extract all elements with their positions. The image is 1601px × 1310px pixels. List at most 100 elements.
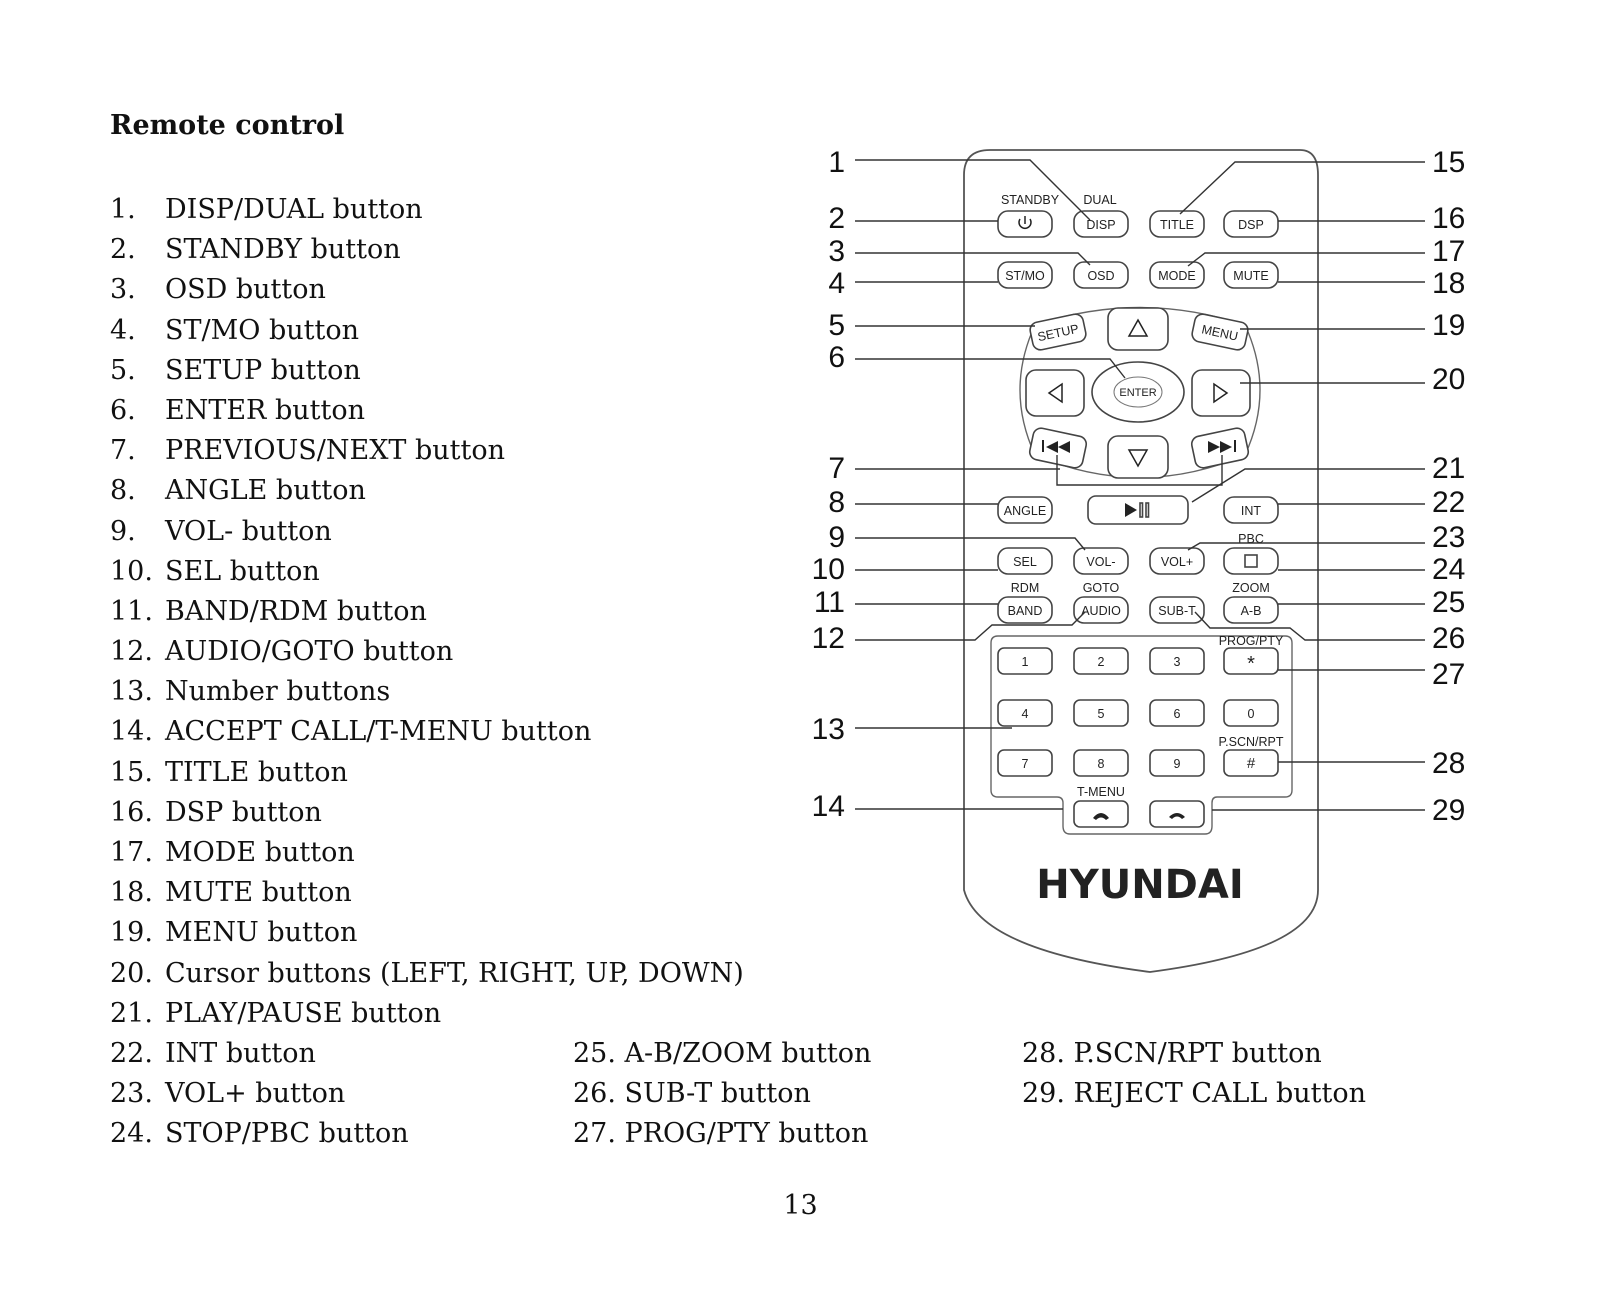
setup-button[interactable]: SETUP bbox=[1029, 313, 1088, 352]
item-number: 8. bbox=[110, 475, 136, 507]
subt-button[interactable]: SUB-T bbox=[1149, 596, 1205, 624]
enter-button[interactable]: ENTER bbox=[1091, 361, 1185, 423]
sel-label: SEL bbox=[1013, 555, 1037, 569]
item-text: BAND/RDM button bbox=[165, 595, 427, 627]
list-item: 2.STANDBY button bbox=[110, 230, 744, 270]
item-text: INT button bbox=[165, 1037, 316, 1069]
item-text: AUDIO/GOTO button bbox=[165, 636, 454, 668]
callout-number: 16 bbox=[1432, 202, 1465, 235]
triangle-down-icon bbox=[1127, 449, 1149, 468]
number-6-button[interactable]: 6 bbox=[1149, 699, 1205, 727]
cursor-down-button[interactable] bbox=[1107, 435, 1169, 479]
menu-button[interactable]: MENU bbox=[1191, 313, 1250, 352]
stmo-button[interactable]: ST/MO bbox=[997, 261, 1053, 289]
number-2-button[interactable]: 2 bbox=[1073, 647, 1129, 675]
callout-number: 13 bbox=[812, 713, 845, 746]
item-number: 24. bbox=[110, 1118, 153, 1150]
band-button[interactable]: BAND bbox=[997, 596, 1053, 624]
stop-button[interactable] bbox=[1223, 547, 1279, 575]
item-text: TITLE button bbox=[165, 756, 348, 788]
subt-label: SUB-T bbox=[1158, 604, 1196, 618]
vol-plus-button[interactable]: VOL+ bbox=[1149, 547, 1205, 575]
skip-next-icon bbox=[1208, 440, 1236, 453]
number-9-button[interactable]: 9 bbox=[1149, 749, 1205, 777]
number-0-button[interactable]: 0 bbox=[1223, 699, 1279, 727]
mode-button[interactable]: MODE bbox=[1149, 261, 1205, 289]
item-number: 4. bbox=[110, 314, 136, 346]
previous-button[interactable] bbox=[1028, 427, 1088, 470]
item-number: 3. bbox=[110, 274, 136, 306]
mute-button[interactable]: MUTE bbox=[1223, 261, 1279, 289]
list-item: 27. PROG/PTY button bbox=[573, 1118, 869, 1150]
standby-button[interactable] bbox=[997, 210, 1053, 238]
number-7-button[interactable]: 7 bbox=[997, 749, 1053, 777]
number-5-button[interactable]: 5 bbox=[1073, 699, 1129, 727]
item-number: 2. bbox=[110, 234, 136, 266]
number-1-button[interactable]: 1 bbox=[997, 647, 1053, 675]
number-8-button[interactable]: 8 bbox=[1073, 749, 1129, 777]
callout-number: 25 bbox=[1432, 586, 1465, 619]
item-number: 22. bbox=[110, 1037, 153, 1069]
phone-reject-icon bbox=[1169, 813, 1185, 819]
item-number: 9. bbox=[110, 515, 136, 547]
item-text: ACCEPT CALL/T-MENU button bbox=[165, 716, 592, 748]
dsp-button[interactable]: DSP bbox=[1223, 210, 1279, 238]
mode-label: MODE bbox=[1158, 269, 1196, 283]
item-number: 7. bbox=[110, 435, 136, 467]
number-label: 0 bbox=[1248, 707, 1255, 721]
callout-number: 1 bbox=[828, 146, 845, 179]
number-label: 9 bbox=[1174, 757, 1181, 771]
number-3-button[interactable]: 3 bbox=[1149, 647, 1205, 675]
cursor-left-button[interactable] bbox=[1025, 369, 1085, 417]
item-text: Number buttons bbox=[165, 676, 391, 708]
callout-number: 5 bbox=[828, 309, 845, 342]
item-text: VOL+ button bbox=[165, 1078, 346, 1110]
phone-accept-icon bbox=[1093, 813, 1109, 820]
callout-number: 18 bbox=[1432, 267, 1465, 300]
prog-pty-label: PROG/PTY bbox=[1219, 634, 1284, 648]
stop-icon bbox=[1244, 554, 1258, 568]
leader-lines-right bbox=[1179, 161, 1425, 811]
callout-number: 24 bbox=[1432, 553, 1465, 586]
title-button[interactable]: TITLE bbox=[1149, 210, 1205, 238]
osd-button[interactable]: OSD bbox=[1073, 261, 1129, 289]
audio-label: AUDIO bbox=[1081, 604, 1121, 618]
button-list-col3: 28. P.SCN/RPT button 29. REJECT CALL but… bbox=[1022, 1034, 1366, 1114]
standby-label: STANDBY bbox=[1001, 193, 1060, 207]
audio-button[interactable]: AUDIO bbox=[1073, 596, 1129, 624]
number-4-button[interactable]: 4 bbox=[997, 699, 1053, 727]
goto-label: GOTO bbox=[1083, 581, 1120, 595]
angle-button[interactable]: ANGLE bbox=[997, 496, 1053, 524]
cursor-right-button[interactable] bbox=[1191, 369, 1251, 417]
sel-button[interactable]: SEL bbox=[997, 547, 1053, 575]
ab-button[interactable]: A-B bbox=[1223, 596, 1279, 624]
accept-call-button[interactable] bbox=[1073, 800, 1129, 828]
number-label: 8 bbox=[1098, 757, 1105, 771]
item-text: DISP/DUAL button bbox=[165, 194, 423, 225]
pscn-rpt-button[interactable]: # bbox=[1223, 749, 1279, 777]
list-item: 8.ANGLE button bbox=[110, 471, 744, 511]
dsp-label: DSP bbox=[1238, 218, 1264, 232]
int-button[interactable]: INT bbox=[1223, 496, 1279, 524]
next-button[interactable] bbox=[1190, 427, 1250, 470]
star-label: * bbox=[1247, 653, 1255, 675]
number-label: 1 bbox=[1022, 655, 1029, 669]
vol-minus-button[interactable]: VOL- bbox=[1073, 547, 1129, 575]
item-number: 21. bbox=[110, 997, 153, 1029]
number-label: 3 bbox=[1174, 655, 1181, 669]
number-label: 4 bbox=[1022, 707, 1029, 721]
item-number: 1. bbox=[110, 194, 136, 225]
prog-pty-button[interactable]: * bbox=[1223, 647, 1279, 675]
item-number: 16. bbox=[110, 796, 153, 828]
vol-plus-label: VOL+ bbox=[1161, 555, 1193, 569]
reject-call-button[interactable] bbox=[1149, 800, 1205, 828]
cursor-up-button[interactable] bbox=[1107, 307, 1169, 351]
disp-button[interactable]: DISP bbox=[1073, 210, 1129, 238]
play-pause-button[interactable] bbox=[1087, 495, 1189, 525]
stmo-label: ST/MO bbox=[1005, 269, 1045, 283]
item-text: PLAY/PAUSE button bbox=[165, 997, 442, 1029]
list-item: 25. A-B/ZOOM button bbox=[573, 1038, 872, 1069]
callout-number: 10 bbox=[812, 553, 845, 586]
list-item: 4.ST/MO button bbox=[110, 311, 744, 351]
